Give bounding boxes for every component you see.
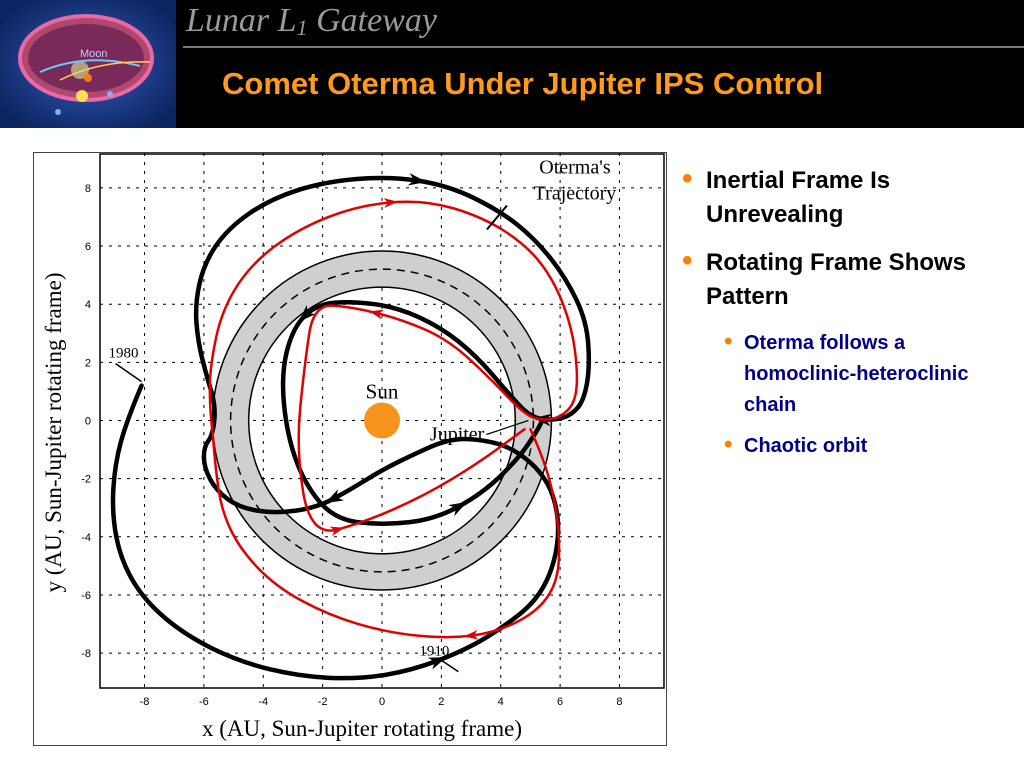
bullet-dot: • (682, 162, 693, 195)
direction-arrow (329, 526, 345, 537)
y-axis-label: y (AU, Sun-Jupiter rotating frame) (41, 272, 66, 592)
x-tick-label: 6 (557, 696, 563, 708)
bullet-2: • Rotating Frame Shows Pattern (680, 244, 1010, 314)
oterma-trajectory-figure: -8 -6 -4 -2 0 2 4 6 8 -8 -6 -4 -2 0 2 4 6 8 x (AU, Sun-Ju… (33, 152, 667, 746)
direction-arrow (448, 501, 468, 517)
chart-series (110, 173, 592, 681)
trajectory-series-1 (110, 175, 592, 681)
chart-marks (364, 402, 400, 439)
header-title-subscript: 1 (296, 15, 308, 40)
y-tick-label: 4 (85, 299, 91, 311)
band-center-dashed (229, 268, 535, 573)
sub-bullet-1: • Oterma follows a homoclinic-heteroclini… (722, 328, 1010, 421)
chart-grid (100, 153, 664, 688)
sub-bullet-2-text: Chaotic orbit (744, 435, 868, 457)
x-axis-label: x (AU, Sun-Jupiter rotating frame) (202, 716, 522, 741)
annotation-label: 1910 (419, 644, 449, 660)
year-1980-leader-line (115, 362, 142, 383)
x-tick-label: 0 (379, 696, 385, 708)
trajectory-chart: -8 -6 -4 -2 0 2 4 6 8 -8 -6 -4 -2 0 2 4 6 8 x (AU, Sun-Ju… (41, 153, 665, 741)
sub-bullet-1-text: Oterma follows a homoclinic-heteroclinic… (744, 332, 969, 416)
lunar-gateway-logo: Moon (0, 0, 176, 128)
jupiter-leader-line (486, 419, 529, 436)
y-tick-label: 6 (85, 241, 91, 253)
slide-title: Comet Oterma Under Jupiter IPS Control (222, 66, 824, 101)
y-tick-label: -2 (81, 474, 91, 486)
header-divider (183, 46, 1024, 48)
x-tick-label: 8 (616, 696, 622, 708)
header-title-main: Lunar L (186, 2, 297, 39)
y-tick-label: -8 (81, 648, 91, 660)
y-tick-label: 2 (85, 357, 91, 369)
x-tick-label: -6 (199, 696, 209, 708)
header-title-suffix: Gateway (307, 2, 437, 39)
bullet-1: • Inertial Frame Is Unrevealing (680, 162, 1010, 232)
y-tick-label: 0 (85, 416, 91, 428)
axis-ticks: -8 -6 -4 -2 0 2 4 6 8 -8 -6 -4 -2 0 2 4 6 8 (81, 183, 622, 708)
x-tick-label: -2 (318, 696, 328, 708)
direction-arrow (407, 173, 427, 186)
chart-labels: x (AU, Sun-Jupiter rotating frame) y (AU,… (41, 156, 616, 741)
direction-arrow (325, 489, 344, 504)
direction-arrow (369, 309, 385, 320)
y-tick-label: 8 (85, 183, 91, 195)
y-tick-label: -6 (81, 590, 91, 602)
header-title: Lunar L1 Gateway (186, 2, 437, 41)
x-tick-label: -8 (140, 696, 150, 708)
sub-bullet-2: • Chaotic orbit (722, 431, 1010, 462)
annotation-label: Jupiter (430, 424, 485, 446)
annotation-label: Oterma's (539, 156, 611, 178)
header-bar: Moon Lunar L1 Gateway Comet Oterma Under… (0, 0, 1024, 128)
logo-graphic (0, 0, 176, 128)
bullet-dot: • (724, 328, 733, 355)
plot-frame (99, 153, 665, 689)
direction-arrow (464, 629, 479, 640)
sun-marker (364, 402, 400, 439)
trajectory-leader-line (486, 204, 508, 231)
y-tick-label: -4 (81, 532, 91, 544)
x-tick-label: 4 (498, 696, 504, 708)
direction-arrow (298, 305, 316, 323)
year-1910-leader-line (439, 659, 459, 673)
bullet-list: • Inertial Frame Is Unrevealing • Rotating… (680, 162, 1010, 472)
x-tick-label: 2 (438, 696, 444, 708)
direction-arrow (383, 198, 398, 208)
jupiter-orbit-band (211, 250, 553, 591)
trajectory-series-2 (208, 200, 579, 639)
bullet-2-text: Rotating Frame Shows Pattern (706, 249, 967, 310)
bullet-dot: • (724, 431, 733, 458)
annotation-label: 1980 (109, 346, 139, 362)
x-tick-label: -4 (258, 696, 268, 708)
bullet-dot: • (682, 244, 693, 277)
annotation-label: Sun (366, 380, 399, 404)
bullet-1-text: Inertial Frame Is Unrevealing (706, 167, 891, 228)
logo-moon-label: Moon (80, 48, 108, 60)
annotation-label: Trajectory (534, 183, 617, 205)
